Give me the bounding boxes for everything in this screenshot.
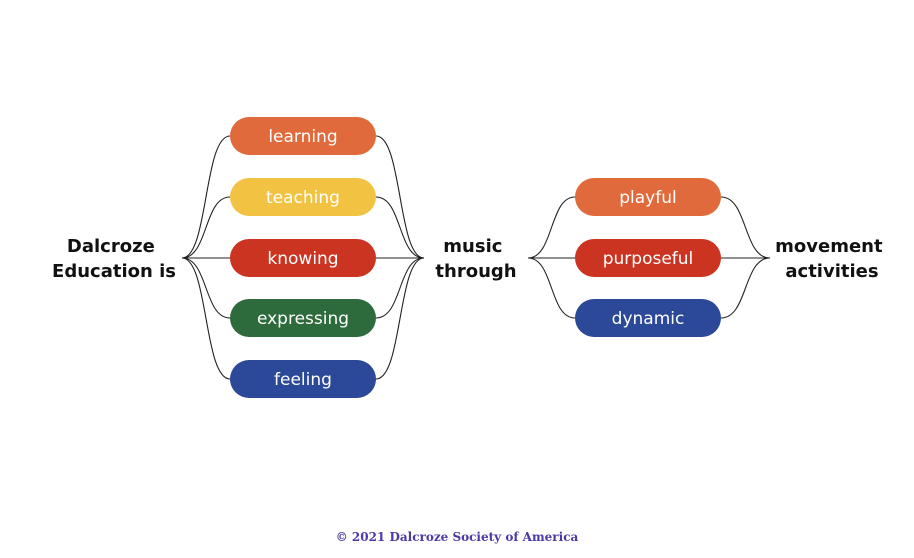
pill-shape: [575, 178, 721, 216]
group2-pill-dynamic: dynamic: [575, 299, 721, 337]
group1-connector-in: [181, 196, 231, 259]
end-node-line-2: activities: [785, 261, 878, 282]
group1-pill-feeling: feeling: [230, 360, 376, 398]
group1-pill-expressing: expressing: [230, 299, 376, 337]
pill-shape: [230, 299, 376, 337]
pill-shape: [230, 239, 376, 277]
end-node-label: movement activities: [775, 236, 889, 282]
group2-pill-playful: playful: [575, 178, 721, 216]
group1-pill-learning: learning: [230, 117, 376, 155]
start-node-line-1: Dalcroze: [67, 236, 155, 257]
middle-node-label: music through: [435, 236, 516, 282]
pill-label: purposeful: [603, 249, 694, 269]
group2-pill-purposeful: purposeful: [575, 239, 721, 277]
group1-pill-knowing: knowing: [230, 239, 376, 277]
group1-connector-out: [375, 196, 425, 259]
group2-connector-out: [720, 196, 771, 259]
middle-node-line-2: through: [435, 261, 516, 282]
middle-node-line-1: music: [443, 236, 502, 257]
pill-label: teaching: [266, 188, 340, 208]
group1-connector-out: [375, 135, 425, 259]
group2-connector-in: [527, 196, 576, 259]
copyright-footer: © 2021 Dalcroze Society of America: [335, 530, 579, 544]
pill-shape: [575, 239, 721, 277]
group1-pill-teaching: teaching: [230, 178, 376, 216]
connectors: [181, 135, 771, 380]
end-node-line-1: movement: [775, 236, 883, 257]
start-node-label: Dalcroze Education is: [52, 236, 176, 282]
pill-shape: [230, 117, 376, 155]
group2-connector-in: [527, 257, 576, 319]
start-node-line-2: Education is: [52, 261, 176, 282]
pill-label: knowing: [267, 249, 338, 269]
pill-shape: [230, 360, 376, 398]
pill-shape: [575, 299, 721, 337]
pill-label: learning: [268, 127, 337, 147]
group1-connector-in: [181, 135, 231, 259]
group1-connector-in: [181, 257, 231, 380]
pill-shape: [230, 178, 376, 216]
group1-connector-out: [375, 257, 425, 319]
pill-label: expressing: [257, 309, 349, 329]
pill-label: feeling: [274, 370, 332, 390]
pill-label: dynamic: [612, 309, 685, 329]
pill-label: playful: [619, 188, 676, 208]
group1-connector-in: [181, 257, 231, 319]
group1-connector-out: [375, 257, 425, 380]
pill-group: learning teaching knowing expressing feeling…: [230, 117, 721, 398]
group2-connector-out: [720, 257, 771, 319]
